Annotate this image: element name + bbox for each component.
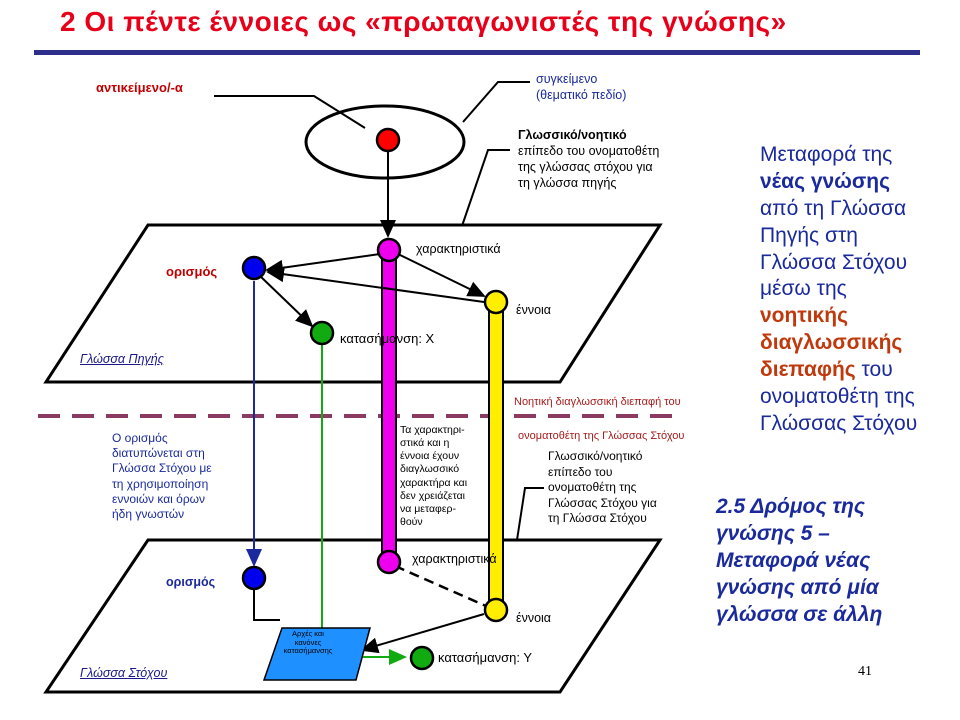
transfer-line2: νέας γνώσης bbox=[760, 169, 891, 193]
target-language-label: Γλώσσα Στόχου bbox=[80, 666, 168, 680]
definition-designation-arrow bbox=[258, 274, 314, 328]
transfer-line3: από τη Γλώσσα bbox=[760, 196, 907, 220]
source-level-label-line1: Γλωσσικό/νοητικό bbox=[518, 128, 627, 142]
concept-top-label: έννοια bbox=[516, 303, 552, 317]
transfer-line10: ονοματοθέτη της bbox=[760, 384, 915, 408]
source-level-label-line2: επίπεδο του ονοματοθέτη bbox=[518, 144, 660, 158]
concept-bottom-label: έννοια bbox=[516, 611, 552, 625]
definition-bottom-label: ορισμός bbox=[166, 575, 216, 589]
target-level-label-line2: επίπεδο του bbox=[548, 464, 613, 479]
principles-line2: κανόνες bbox=[294, 637, 322, 647]
transfer-line7: νοητικής bbox=[760, 304, 848, 328]
features-note-line4: διαγλωσσικό bbox=[400, 463, 460, 476]
characteristics-definition-arrow bbox=[265, 253, 381, 276]
object-node bbox=[375, 127, 401, 153]
target-level-label-line5: τη Γλώσσα Στόχου bbox=[548, 511, 647, 526]
characteristics-bar bbox=[381, 251, 397, 561]
characteristics-bottom-label: χαρακτηριστικά bbox=[412, 552, 497, 566]
section-line3: Μεταφορά νέας bbox=[716, 548, 871, 572]
features-note: Τα χαρακτηρι- στικά και η έννοια έχουν δ… bbox=[400, 424, 467, 529]
principles-line1: Αρχές και bbox=[292, 629, 324, 638]
features-note-line2: στικά και η bbox=[400, 437, 450, 450]
source-level-callout-line bbox=[461, 149, 510, 227]
target-level-callout-line bbox=[516, 487, 544, 541]
transfer-line11: Γλώσσας Στόχου bbox=[760, 411, 918, 435]
concept-bottom-node bbox=[483, 597, 509, 623]
definition-top-label: ορισμός bbox=[166, 264, 218, 279]
definition-note-line6: ήδη γνωστών bbox=[112, 507, 185, 522]
features-note-line3: έννοια έχουν bbox=[400, 450, 460, 463]
characteristics-top-node bbox=[376, 237, 402, 263]
section-heading: 2.5 Δρόμος της γνώσης 5 – Μεταφορά νέας … bbox=[716, 494, 936, 628]
characteristics-concept-arrow bbox=[397, 253, 486, 297]
transfer-line8: διαγλωσσικής bbox=[760, 331, 903, 355]
concept-top-node bbox=[483, 289, 509, 315]
definition-note-line4: τη χρησιμοποίηση bbox=[112, 476, 209, 491]
features-note-line7: να μεταφερ- bbox=[400, 502, 456, 515]
concept-to-principles-arrow bbox=[360, 613, 485, 654]
slide-title: 2 Οι πέντε έννοιες ως «πρωταγωνιστές της… bbox=[60, 6, 787, 37]
context-callout-line bbox=[462, 81, 530, 123]
features-note-line8: θούν bbox=[400, 515, 423, 528]
principles-line3: κατασήμανσης bbox=[283, 646, 333, 656]
section-line5: γλώσσα σε άλλη bbox=[716, 602, 883, 626]
definition-note-line1: Ο ορισμός bbox=[112, 431, 168, 445]
definition-note-line3: Γλώσσα Στόχου με bbox=[112, 461, 212, 476]
transfer-line5: Γλώσσα Στόχου bbox=[760, 250, 908, 274]
definition-top-node bbox=[241, 255, 267, 281]
designation-top-node bbox=[309, 320, 335, 346]
target-level-label-line3: ονοματοθέτη της bbox=[548, 480, 637, 495]
principles-box bbox=[262, 627, 371, 681]
context-label-line1: συγκείμενο bbox=[536, 72, 598, 86]
definition-note-line2: διατυπώνεται στη bbox=[112, 446, 205, 461]
transfer-line4: Πηγής στη bbox=[760, 223, 858, 247]
characteristics-bottom-node bbox=[376, 549, 402, 575]
target-level-label-line1: Γλωσσικό/νοητικό bbox=[548, 449, 643, 463]
definition-bottom-node bbox=[241, 565, 267, 591]
interface-label-line2: ονοματοθέτη της Γλώσσας Στόχου bbox=[518, 430, 685, 442]
transfer-line1: Μεταφορά της bbox=[760, 143, 893, 166]
source-language-plane bbox=[43, 223, 663, 384]
definition-note-line5: εννοιών και όρων bbox=[112, 491, 206, 506]
context-label-line2: (θεματικό πεδίο) bbox=[536, 88, 627, 102]
target-level-label-line4: Γλώσσας Στόχου για bbox=[548, 495, 657, 510]
source-language-label: Γλώσσα Πηγής bbox=[80, 352, 164, 366]
transfer-line9: διεπαφής του bbox=[760, 357, 950, 384]
definition-note: Ο ορισμός διατυπώνεται στη Γλώσσα Στόχου… bbox=[112, 431, 212, 522]
transfer-line9a: διεπαφής bbox=[760, 358, 856, 381]
title-underline-bar bbox=[34, 50, 920, 55]
definition-to-principles-line bbox=[253, 585, 280, 621]
transfer-line9b: του bbox=[855, 358, 893, 381]
object-callout-line bbox=[214, 95, 366, 129]
designation-bottom-label: κατασήμανση: Υ bbox=[438, 650, 532, 665]
principles-box-text: Αρχές και κανόνες κατασήμανσης bbox=[268, 629, 348, 656]
transfer-line6: μέσω της bbox=[760, 277, 847, 301]
features-note-line6: δεν χρειάζεται bbox=[400, 489, 465, 502]
transfer-description: Μεταφορά της νέας γνώσης από τη Γλώσσα Π… bbox=[760, 142, 950, 438]
features-note-line5: χαρακτήρα και bbox=[400, 476, 468, 489]
target-level-label: Γλωσσικό/νοητικό επίπεδο του ονοματοθέτη… bbox=[548, 449, 657, 527]
page-number: 41 bbox=[858, 664, 872, 679]
characteristics-concept-dashed-line bbox=[394, 564, 487, 608]
designation-bottom-node bbox=[409, 645, 435, 671]
features-note-line1: Τα χαρακτηρι- bbox=[400, 424, 465, 436]
interface-label-line1: Νοητική διαγλωσσική διεπαφή του bbox=[514, 396, 681, 408]
source-level-label-line3: της γλώσσας στόχου για bbox=[518, 160, 653, 174]
concept-definition-arrow bbox=[266, 266, 485, 303]
section-line1: 2.5 Δρόμος της bbox=[716, 495, 865, 518]
section-line4: γνώσης από μία bbox=[716, 575, 879, 599]
object-label: αντικείμενο/-α bbox=[96, 80, 183, 95]
section-line2: γνώσης 5 – bbox=[716, 521, 830, 545]
characteristics-top-label: χαρακτηριστικά bbox=[416, 242, 501, 256]
source-level-label-line4: τη γλώσσα πηγής bbox=[518, 176, 617, 190]
designation-top-label: κατασήμανση: Χ bbox=[340, 331, 435, 346]
